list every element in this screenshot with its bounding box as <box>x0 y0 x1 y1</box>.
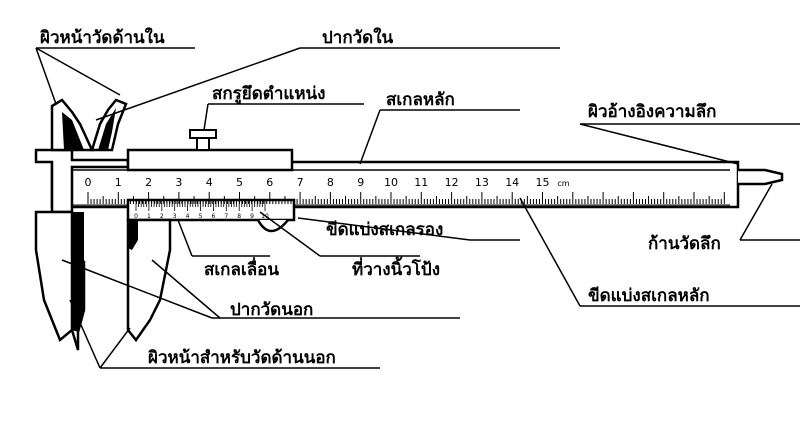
vernier-scale-number: 4 <box>186 213 190 220</box>
main-scale-number: 9 <box>357 176 364 189</box>
vernier-scale-number: 1 <box>147 213 151 220</box>
label-sliding-scale: สเกลเลื่อน <box>204 260 279 280</box>
fixed-inside-jaw-shade <box>62 112 84 150</box>
vernier-scale-number: 5 <box>199 213 203 220</box>
main-scale-number: 2 <box>145 176 152 189</box>
label-main-scale: สเกลหลัก <box>386 90 455 110</box>
main-scale-number: 6 <box>266 176 273 189</box>
main-scale-number: 4 <box>206 176 213 189</box>
main-scale-number: 10 <box>384 176 398 189</box>
main-scale-ticks <box>87 192 725 204</box>
label-vernier-graduation: ขีดแบ่งสเกลรอง <box>326 220 444 240</box>
vernier-scale-number: 0 <box>134 213 138 220</box>
label-inside-jaws: ปากวัดใน <box>322 28 394 48</box>
vernier-scale-number: 6 <box>211 213 215 220</box>
label-thumb-rest: ที่วางนิ้วโป้ง <box>352 260 440 280</box>
vernier-scale-number: 7 <box>224 213 228 220</box>
main-scale-number: 11 <box>414 176 428 189</box>
leader-lines <box>35 47 800 369</box>
main-scale-number: 13 <box>475 176 489 189</box>
label-main-graduation: ขีดแบ่งสเกลหลัก <box>588 286 710 306</box>
vernier-scale-number: 8 <box>237 213 241 220</box>
label-inside-jaw-face: ผิวหน้าวัดด้านใน <box>40 28 165 48</box>
vernier-scale-number: 9 <box>250 213 254 220</box>
lock-screw-head <box>189 129 217 139</box>
main-scale-number: 3 <box>175 176 182 189</box>
lock-screw-stem <box>196 137 210 151</box>
main-scale-number: 12 <box>445 176 459 189</box>
main-scale-number: 8 <box>327 176 334 189</box>
main-scale-number: 1 <box>115 176 122 189</box>
fixed-outside-jaw-shade <box>72 212 84 332</box>
main-scale-number: 15 <box>536 176 550 189</box>
vernier-scale-numbers: 0 1 2 3 4 5 6 7 8 9 10 <box>134 213 269 220</box>
vernier-scale-number: 10 <box>261 213 269 220</box>
sliding-outside-jaw-shade <box>128 220 138 250</box>
fixed-outside-jaw <box>34 210 74 343</box>
vernier-scale-ticks <box>135 201 266 211</box>
main-scale-number: 5 <box>236 176 243 189</box>
label-lock-screw: สกรูยึดตำแหน่ง <box>212 84 326 104</box>
depth-bar <box>738 168 784 186</box>
main-scale-number: 0 <box>85 176 92 189</box>
label-depth-face: ผิวอ้างอิงความลึก <box>588 102 717 122</box>
label-outside-jaw-face: ผิวหน้าสำหรับวัดด้านนอก <box>148 348 336 368</box>
main-scale-unit: cm <box>557 179 569 188</box>
label-depth-bar: ก้านวัดลึก <box>648 234 721 254</box>
sliding-inside-jaw-shade <box>98 108 116 150</box>
main-scale-number: 14 <box>505 176 519 189</box>
thumb-rest <box>256 219 289 233</box>
slider-upper-housing <box>126 148 294 172</box>
main-scale-number: 7 <box>297 176 304 189</box>
vernier-scale-number: 3 <box>173 213 177 220</box>
sliding-outside-jaw <box>126 218 172 343</box>
vernier-scale-number: 2 <box>160 213 164 220</box>
label-outside-jaws: ปากวัดนอก <box>230 300 314 320</box>
